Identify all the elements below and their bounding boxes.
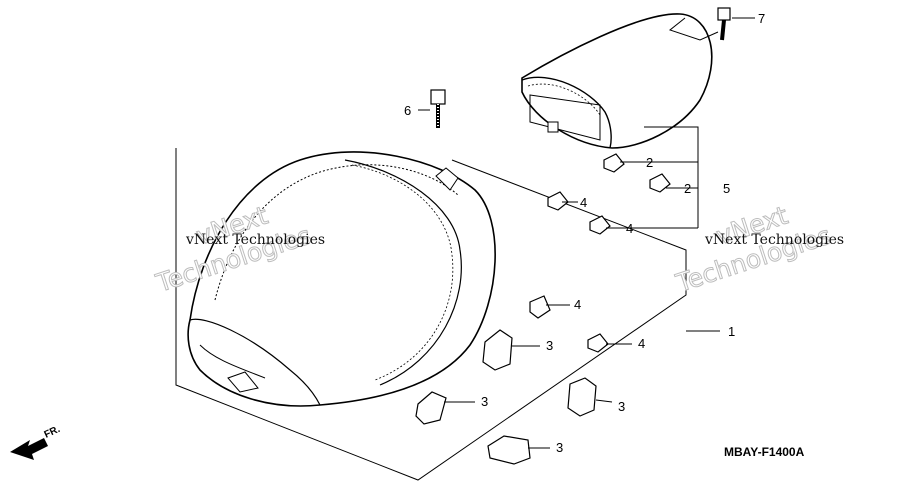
callout-3: 3 — [481, 394, 488, 409]
seat-main — [187, 151, 496, 407]
assembly-boundary — [175, 148, 687, 481]
diagram-code: MBAY-F1400A — [724, 445, 805, 459]
front-direction-indicator: FR. — [10, 424, 62, 460]
callout-4: 4 — [580, 195, 587, 210]
direction-label: FR. — [43, 424, 62, 441]
callout-1: 1 — [728, 324, 735, 339]
wm-small-text: vNext Technologies — [704, 232, 844, 248]
leader-lines — [418, 17, 755, 449]
pillion-seat — [521, 13, 713, 149]
callout-6: 6 — [404, 103, 411, 118]
bolt-7 — [717, 7, 731, 41]
bolt-6 — [430, 89, 446, 128]
callout-2: 2 — [684, 181, 691, 196]
cushion-parts — [529, 153, 671, 353]
callout-2: 2 — [646, 155, 653, 170]
callout-7: 7 — [758, 11, 765, 26]
callout-4: 4 — [626, 221, 633, 236]
callout-4: 4 — [638, 336, 645, 351]
block-parts — [415, 329, 597, 465]
wm-small-text: vNext Technologies — [185, 232, 325, 248]
callout-3: 3 — [618, 399, 625, 414]
callout-3: 3 — [556, 440, 563, 455]
callout-4: 4 — [574, 297, 581, 312]
callout-5: 5 — [723, 181, 730, 196]
front-arrow-icon — [10, 438, 48, 460]
callouts: 1 2 2 5 4 4 4 4 3 3 3 3 6 7 — [404, 11, 765, 455]
callout-3: 3 — [546, 338, 553, 353]
